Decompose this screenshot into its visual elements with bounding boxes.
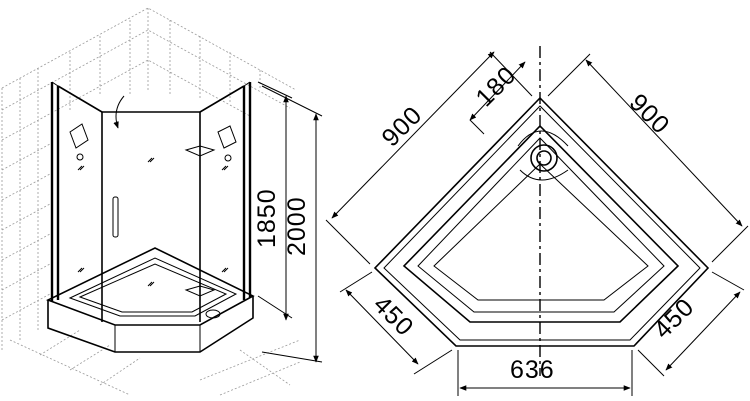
tray-outline [373, 96, 710, 347]
height-cabin-label: 1850 [253, 188, 281, 248]
perspective-view: 1850 2000 [1, 7, 323, 396]
glass-marks [77, 157, 229, 287]
front-width-label: 636 [510, 356, 555, 384]
dim-900-right: 900 [547, 53, 749, 263]
lower-bracket [184, 285, 216, 297]
hinge-left [69, 123, 89, 161]
towel-bar [184, 145, 216, 157]
dim-450-right: 450 [637, 271, 745, 377]
door-handle [112, 196, 119, 238]
svg-text:900: 900 [376, 101, 427, 152]
hinge-right [217, 125, 237, 162]
dim-636: 636 [457, 350, 633, 396]
svg-text:450: 450 [648, 293, 699, 344]
height-total-label: 2000 [283, 196, 311, 256]
drain [530, 144, 558, 172]
glass-enclosure [50, 81, 252, 322]
plan-view: 900 180 900 450 450 [325, 46, 749, 396]
svg-text:900: 900 [624, 88, 675, 139]
shower-tray [45, 247, 255, 353]
door-swing-arrow [113, 95, 125, 129]
height-dimensions: 1850 2000 [253, 81, 323, 363]
svg-text:450: 450 [368, 290, 419, 341]
wall-tiles [1, 7, 301, 396]
tray-basin-rim [402, 124, 680, 323]
